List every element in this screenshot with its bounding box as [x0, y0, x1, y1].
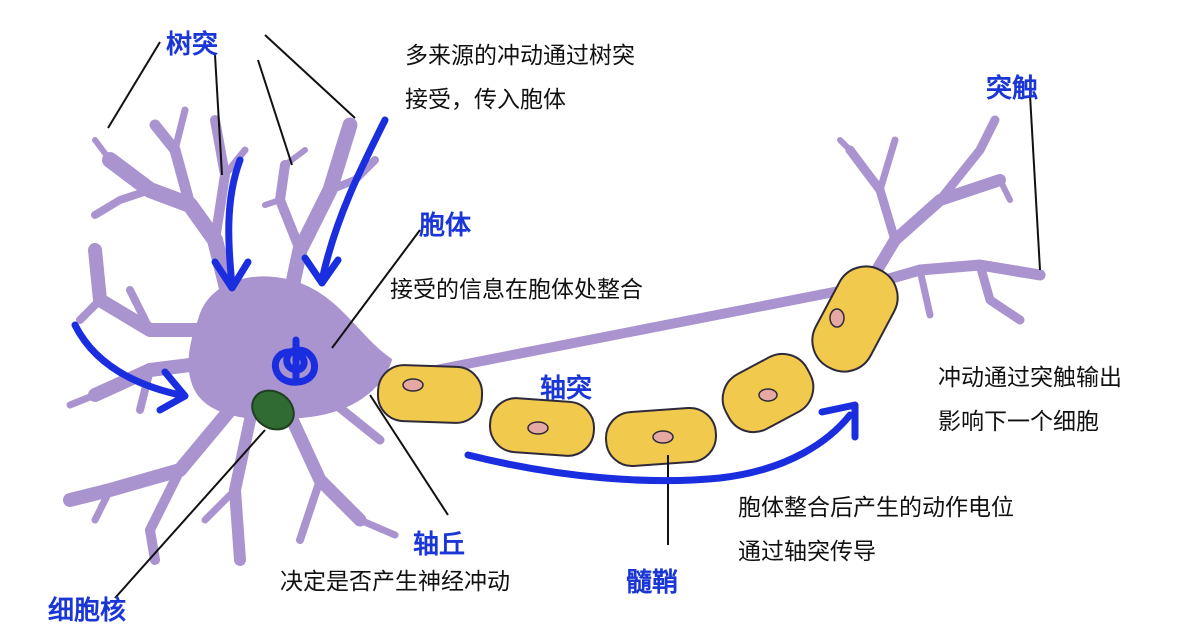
myelin-segment [811, 265, 899, 373]
signal-arrows [71, 116, 859, 485]
label-nucleus: 细胞核 [48, 596, 127, 626]
desc-synapse-line-1: 冲动通过突触输出 [938, 365, 1122, 391]
arrow-axon-head [818, 401, 859, 441]
desc-dendrite: 多来源的冲动通过树突 接受，传入胞体 [405, 34, 635, 122]
label-synapse: 突触 [986, 74, 1039, 104]
arrow-dendrite-left-head [211, 258, 252, 292]
desc-axon-line-2: 通过轴突传导 [738, 539, 876, 565]
arrow-dendrite-right [318, 116, 389, 284]
desc-dendrite-line-1: 多来源的冲动通过树突 [405, 43, 635, 69]
desc-soma: 接受的信息在胞体处整合 [390, 277, 643, 303]
pointer-lines [107, 34, 1041, 599]
label-myelin: 髓鞘 [626, 568, 679, 598]
desc-synapse: 冲动通过突触输出 影响下一个细胞 [938, 356, 1122, 444]
label-axon: 轴突 [540, 374, 593, 404]
neuron-cell [63, 106, 1046, 566]
arrow-dendrite-right-head [301, 254, 342, 287]
arrow-dendrite-left [225, 156, 244, 289]
desc-axon: 胞体整合后产生的动作电位 通过轴突传导 [738, 486, 1014, 574]
desc-dendrite-line-2: 接受，传入胞体 [405, 87, 566, 113]
desc-synapse-line-2: 影响下一个细胞 [938, 409, 1099, 435]
desc-axon-hillock: 决定是否产生神经冲动 [280, 569, 510, 595]
arrow-left-input-head [156, 368, 189, 414]
myelin-segment [376, 364, 484, 424]
soma-swirl [272, 336, 318, 386]
label-dendrite: 树突 [166, 30, 219, 60]
label-soma: 胞体 [419, 211, 472, 241]
nucleus [251, 389, 295, 431]
label-axon-hillock: 轴丘 [413, 530, 466, 560]
schwann-nuclei [402, 308, 845, 444]
arrow-axon [464, 411, 854, 485]
arrow-left-input [71, 321, 184, 399]
desc-axon-line-1: 胞体整合后产生的动作电位 [738, 495, 1014, 521]
